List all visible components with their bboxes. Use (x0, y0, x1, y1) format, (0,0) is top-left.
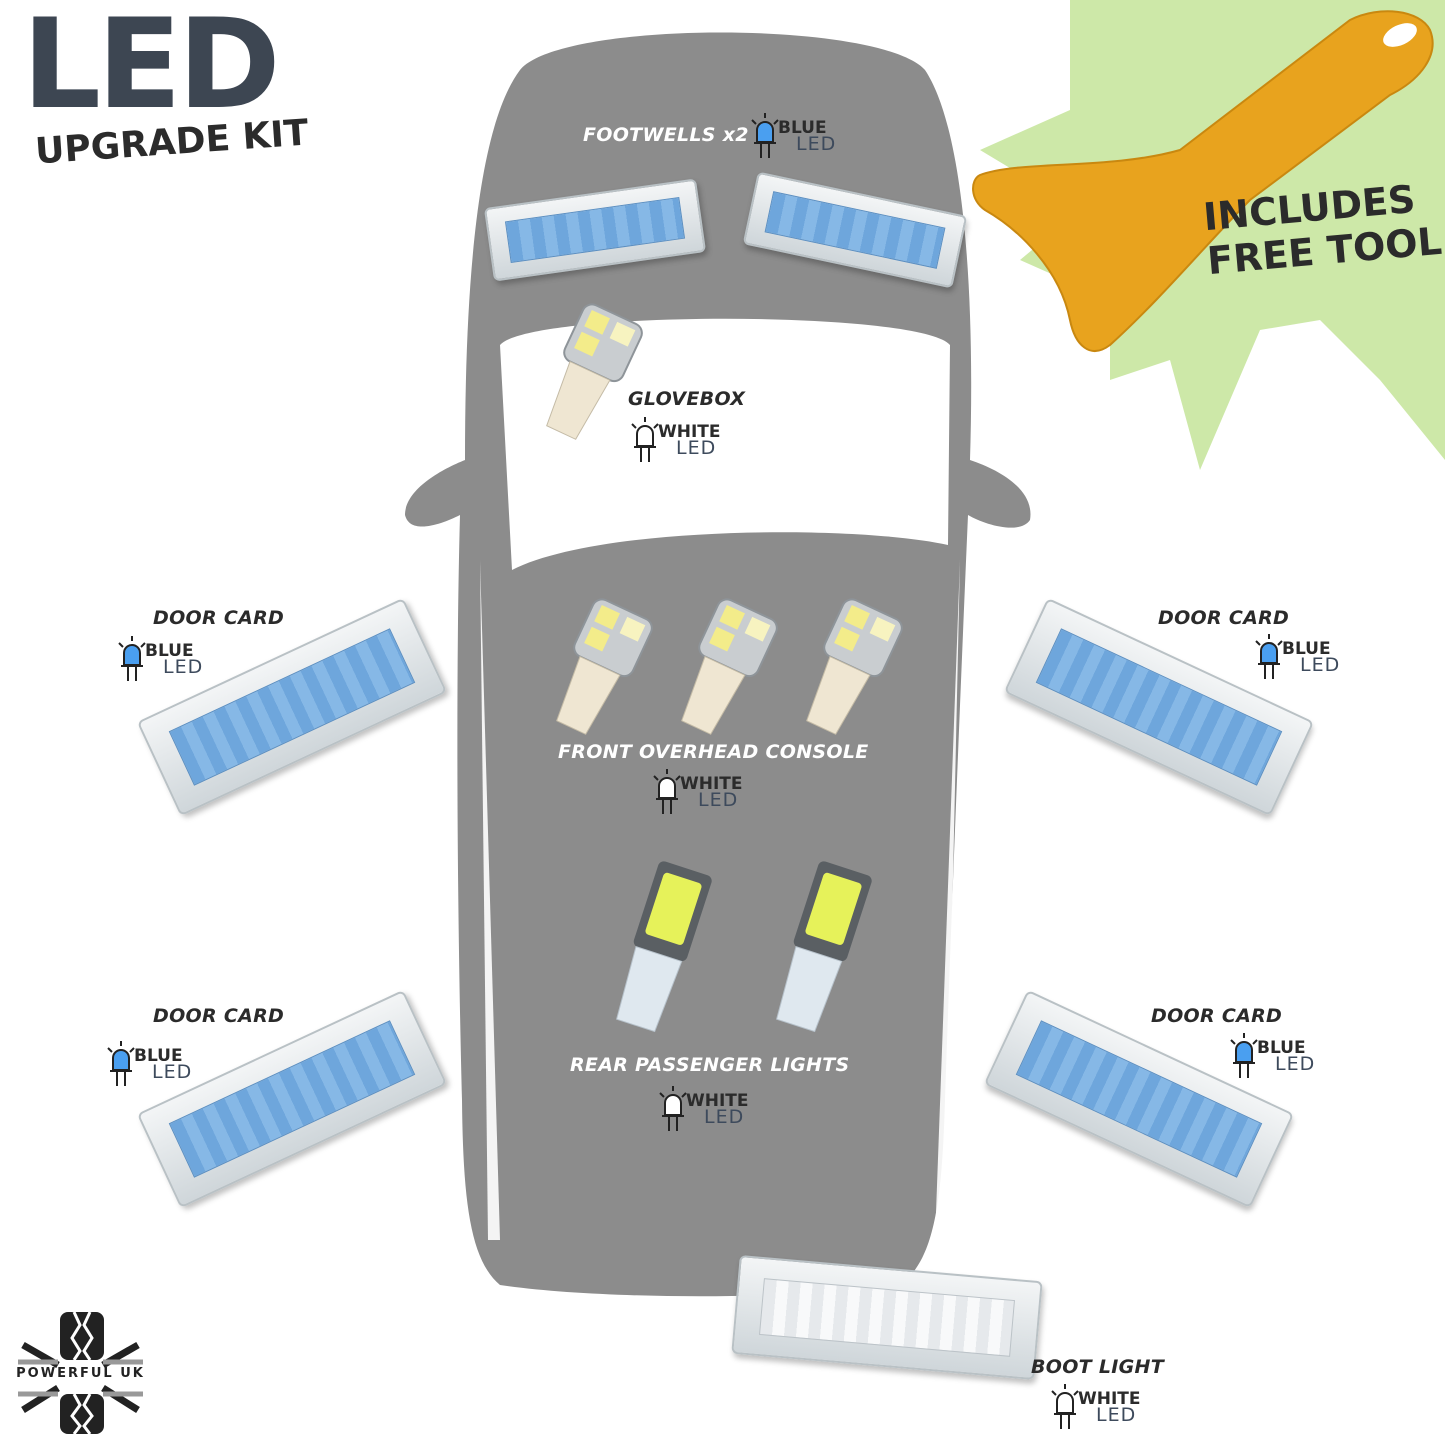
white-led-icon (1051, 1384, 1079, 1429)
brand-logo-mark (18, 1311, 143, 1435)
rear-passenger-bulb-2 (768, 859, 874, 1035)
blue-led-icon (751, 113, 779, 158)
title-led: LED (22, 0, 281, 137)
badge-led-text: LED (796, 133, 837, 155)
blue-led-icon (118, 636, 146, 681)
label-rear-passenger-lights: REAR PASSENGER LIGHTS (570, 1054, 850, 1076)
label-door-card-rear-left: DOOR CARD (153, 1005, 285, 1027)
badge-color-text: WHITE (686, 1091, 749, 1111)
label-boot-light: BOOT LIGHT (1031, 1356, 1164, 1378)
blue-led-icon (1230, 1033, 1258, 1078)
badge-led-text: LED (698, 789, 739, 811)
brand-logo: POWERFUL UK (8, 1310, 153, 1435)
label-footwells: FOOTWELLS x2 (583, 124, 749, 146)
badge-color-text: WHITE (680, 774, 743, 794)
badge-led-text: LED (1096, 1404, 1137, 1426)
label-door-card-rear-right: DOOR CARD (1151, 1005, 1283, 1027)
label-door-card-front-right: DOOR CARD (1158, 607, 1290, 629)
badge-color-text: BLUE (145, 641, 194, 661)
scraper-tool-icon (972, 10, 1434, 352)
badge-led-text: LED (1300, 654, 1341, 676)
label-front-overhead-console: FRONT OVERHEAD CONSOLE (558, 741, 869, 763)
label-glovebox: GLOVEBOX (628, 388, 746, 410)
label-door-card-front-left: DOOR CARD (153, 607, 285, 629)
console-bulb-1 (541, 595, 657, 743)
badge-led-text: LED (704, 1106, 745, 1128)
badge-led-text: LED (163, 656, 204, 678)
badge-color-text: BLUE (1257, 1038, 1306, 1058)
badge-color-text: BLUE (134, 1046, 183, 1066)
rear-passenger-bulb-1 (608, 859, 714, 1035)
badge-led-text: LED (676, 437, 717, 459)
starburst-badge (972, 0, 1445, 470)
badge-color-text: WHITE (1078, 1389, 1141, 1409)
blue-led-icon (107, 1041, 135, 1086)
badge-color-text: BLUE (778, 118, 827, 138)
brand-logo-text: POWERFUL UK (16, 1366, 145, 1381)
white-led-icon (653, 769, 681, 814)
console-bulb-2 (666, 595, 782, 743)
badge-led-text: LED (1275, 1053, 1316, 1075)
badge-color-text: BLUE (1282, 639, 1331, 659)
white-led-icon (659, 1086, 687, 1131)
console-bulb-3 (791, 595, 907, 743)
badge-led-text: LED (152, 1061, 193, 1083)
white-led-icon (631, 417, 659, 462)
blue-led-icon (1255, 634, 1283, 679)
badge-color-text: WHITE (658, 422, 721, 442)
